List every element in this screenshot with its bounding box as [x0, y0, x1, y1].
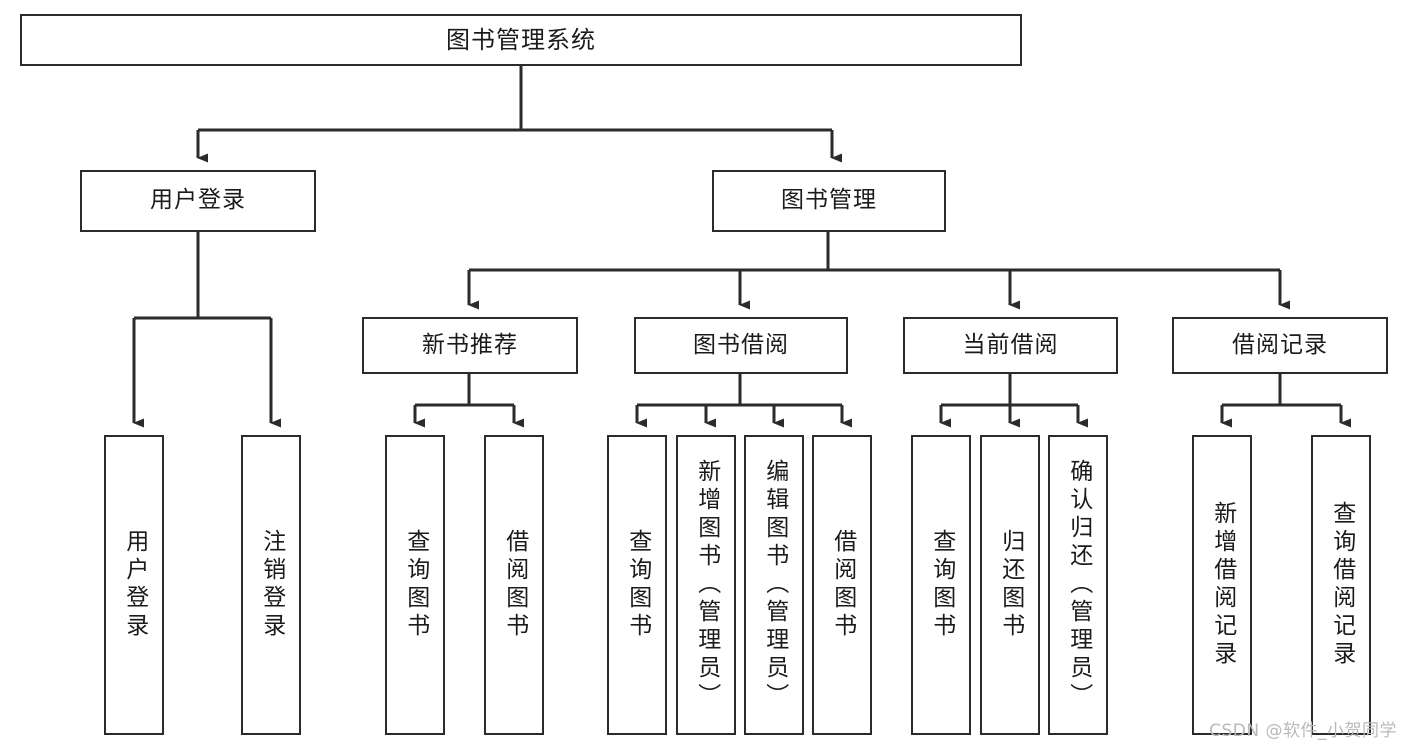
node-book-management[interactable]: 图书管理: [712, 170, 946, 232]
leaf-new-books-borrow-book[interactable]: 借阅图书: [484, 435, 544, 735]
node-root-system[interactable]: 图书管理系统: [20, 14, 1022, 66]
leaf-borrow-query-book[interactable]: 查询图书: [607, 435, 667, 735]
node-label: 新增图书（管理员）: [693, 459, 720, 711]
leaf-user-login-signin[interactable]: 用户登录: [104, 435, 164, 735]
leaf-current-query-book[interactable]: 查询图书: [911, 435, 971, 735]
node-label: 查询图书: [624, 529, 651, 641]
node-label: 归还图书: [997, 529, 1024, 641]
node-user-login[interactable]: 用户登录: [80, 170, 316, 232]
node-label: 图书管理系统: [446, 25, 596, 54]
node-label: 确认归还（管理员）: [1065, 459, 1092, 711]
node-label: 新书推荐: [422, 331, 518, 358]
node-label: 用户登录: [121, 529, 148, 641]
node-label: 查询图书: [402, 529, 429, 641]
node-label: 借阅图书: [501, 529, 528, 641]
node-new-book-recommend[interactable]: 新书推荐: [362, 317, 578, 374]
node-label: 用户登录: [150, 187, 246, 214]
node-label: 图书借阅: [693, 331, 789, 358]
node-label: 借阅记录: [1232, 331, 1328, 358]
node-borrow-records[interactable]: 借阅记录: [1172, 317, 1388, 374]
node-label: 新增借阅记录: [1209, 501, 1236, 669]
node-label: 注销登录: [258, 529, 285, 641]
leaf-records-query-record[interactable]: 查询借阅记录: [1311, 435, 1371, 735]
leaf-borrow-edit-book-admin[interactable]: 编辑图书（管理员）: [744, 435, 804, 735]
leaf-current-confirm-return-admin[interactable]: 确认归还（管理员）: [1048, 435, 1108, 735]
node-current-borrow[interactable]: 当前借阅: [903, 317, 1118, 374]
leaf-new-books-query-book[interactable]: 查询图书: [385, 435, 445, 735]
leaf-user-login-signout[interactable]: 注销登录: [241, 435, 301, 735]
leaf-borrow-borrow-book[interactable]: 借阅图书: [812, 435, 872, 735]
node-label: 图书管理: [781, 187, 877, 214]
leaf-borrow-add-book-admin[interactable]: 新增图书（管理员）: [676, 435, 736, 735]
node-label: 查询图书: [928, 529, 955, 641]
leaf-current-return-book[interactable]: 归还图书: [980, 435, 1040, 735]
csdn-watermark: CSDN @软件_小贺同学: [1209, 721, 1397, 741]
leaf-records-add-record[interactable]: 新增借阅记录: [1192, 435, 1252, 735]
node-label: 借阅图书: [829, 529, 856, 641]
node-book-borrow[interactable]: 图书借阅: [634, 317, 848, 374]
node-label: 编辑图书（管理员）: [761, 459, 788, 711]
node-label: 查询借阅记录: [1328, 501, 1355, 669]
node-label: 当前借阅: [962, 331, 1059, 358]
